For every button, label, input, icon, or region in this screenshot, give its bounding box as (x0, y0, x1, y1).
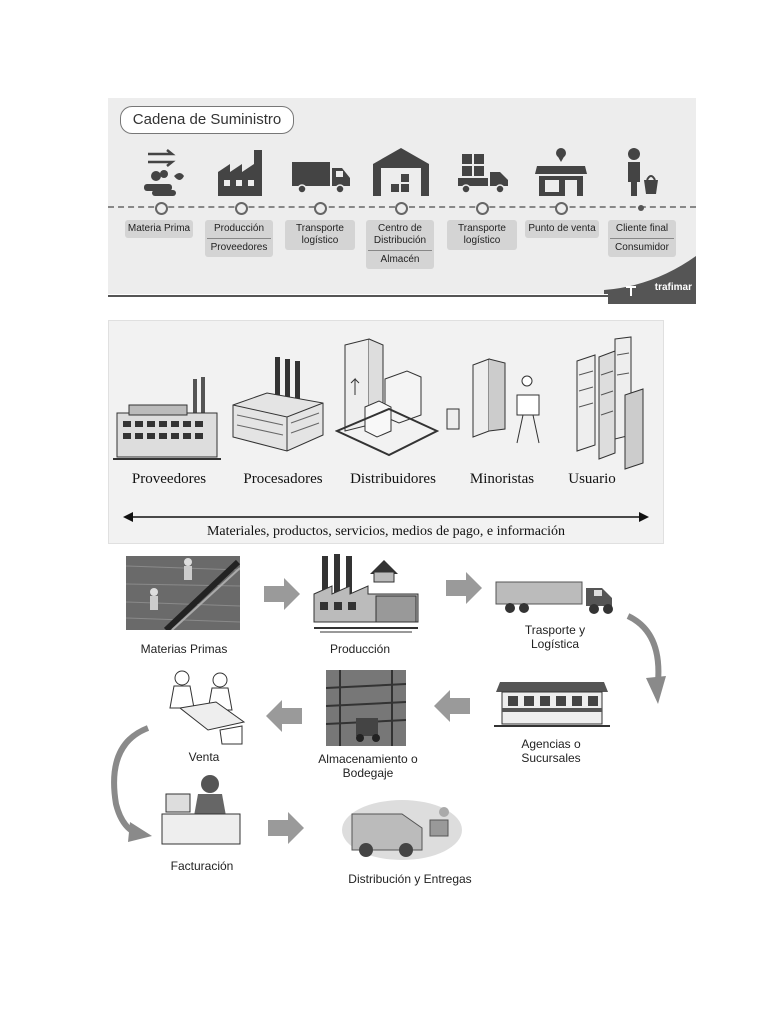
timeline-node (395, 202, 408, 215)
branch-building-icon (494, 682, 610, 727)
actor-label: Usuario (568, 471, 616, 487)
stage-label-box: Materia Prima (125, 220, 193, 238)
processor-plant-icon (232, 357, 324, 452)
step-label: Agencias o Sucursales (521, 737, 581, 765)
stage-sublabel: Consumidor (610, 238, 674, 254)
retail-store-icon (446, 358, 540, 444)
step-label: Materias Primas (140, 642, 228, 656)
brand-logo-icon (626, 283, 636, 296)
stage-label: Centro de Distribución (373, 223, 427, 246)
stage-sublabel: Proveedores (207, 238, 271, 254)
stage-label-box: Cliente final Consumidor (608, 220, 676, 257)
right-arrow-icon (446, 572, 482, 604)
stage-label-box: Producción Proveedores (205, 220, 273, 257)
step-label: Distribución y Entregas (348, 872, 472, 886)
right-arrow-icon (264, 578, 300, 610)
stage-label: Cliente final (615, 223, 669, 234)
timeline-node (638, 205, 644, 211)
supply-chain-actors-diagram: Proveedores Procesadores Distribuidores … (108, 320, 664, 544)
stage-label: Producción (213, 223, 265, 234)
double-arrow (123, 512, 649, 522)
curved-arrow-down-icon (626, 613, 666, 704)
footer-band (108, 294, 608, 304)
semi-truck-icon (495, 581, 613, 614)
actor-label: Procesadores (243, 471, 323, 487)
supplier-factory-icon (113, 377, 221, 460)
delivery-truck-icon (458, 154, 508, 194)
actor-label: Minoristas (469, 471, 535, 487)
billing-operator-icon (161, 775, 241, 845)
city-buildings-icon (576, 336, 644, 470)
actor-label: Distribuidores (350, 471, 436, 487)
stage-label: Transporte logístico (296, 223, 344, 246)
stage-label-box: Transporte logístico (447, 220, 517, 250)
timeline-node (155, 202, 168, 215)
factory-icon (218, 150, 262, 196)
truck-icon (292, 162, 350, 194)
right-arrow-icon (268, 812, 304, 844)
factory-icon (313, 554, 419, 633)
left-arrow-icon (266, 700, 302, 732)
timeline-node (476, 202, 489, 215)
timeline-node (235, 202, 248, 215)
stage-label: Punto de venta (528, 223, 596, 234)
stage-label: Transporte logístico (458, 223, 506, 246)
customer-icon (628, 148, 658, 196)
delivery-van-icon (342, 800, 462, 860)
stage-label-box: Punto de venta (525, 220, 599, 238)
distribution-warehouse-icon (335, 338, 439, 457)
timeline-node (314, 202, 327, 215)
curved-arrow-down-icon (111, 725, 152, 842)
step-label: Trasporte y Logística (524, 623, 586, 651)
step-label: Facturación (170, 859, 234, 873)
sales-meeting-icon (169, 670, 246, 745)
brand-name: trafimar (654, 282, 692, 293)
step-label: Producción (329, 642, 391, 656)
stage-label: Materia Prima (127, 223, 191, 234)
stage-sublabel: Almacén (368, 250, 432, 266)
supply-chain-infographic: Cadena de Suministro (108, 98, 696, 304)
brand-band (604, 256, 696, 304)
flow-caption: Materiales, productos, servicios, medios… (206, 524, 566, 539)
warehouse-forklift-icon (326, 670, 406, 746)
field-workers-icon (126, 556, 240, 630)
panel-title: Cadena de Suministro (120, 106, 294, 134)
stage-label-box: Transporte logístico (285, 220, 355, 250)
store-icon (535, 148, 587, 196)
actor-label: Proveedores (131, 471, 207, 487)
raw-material-icon (144, 149, 184, 196)
step-label: Almacenamiento o Bodegaje (318, 752, 418, 780)
timeline-node (555, 202, 568, 215)
left-arrow-icon (434, 690, 470, 722)
stage-label-box: Centro de Distribución Almacén (366, 220, 434, 269)
step-label: Venta (188, 750, 220, 764)
warehouse-icon (373, 148, 429, 196)
